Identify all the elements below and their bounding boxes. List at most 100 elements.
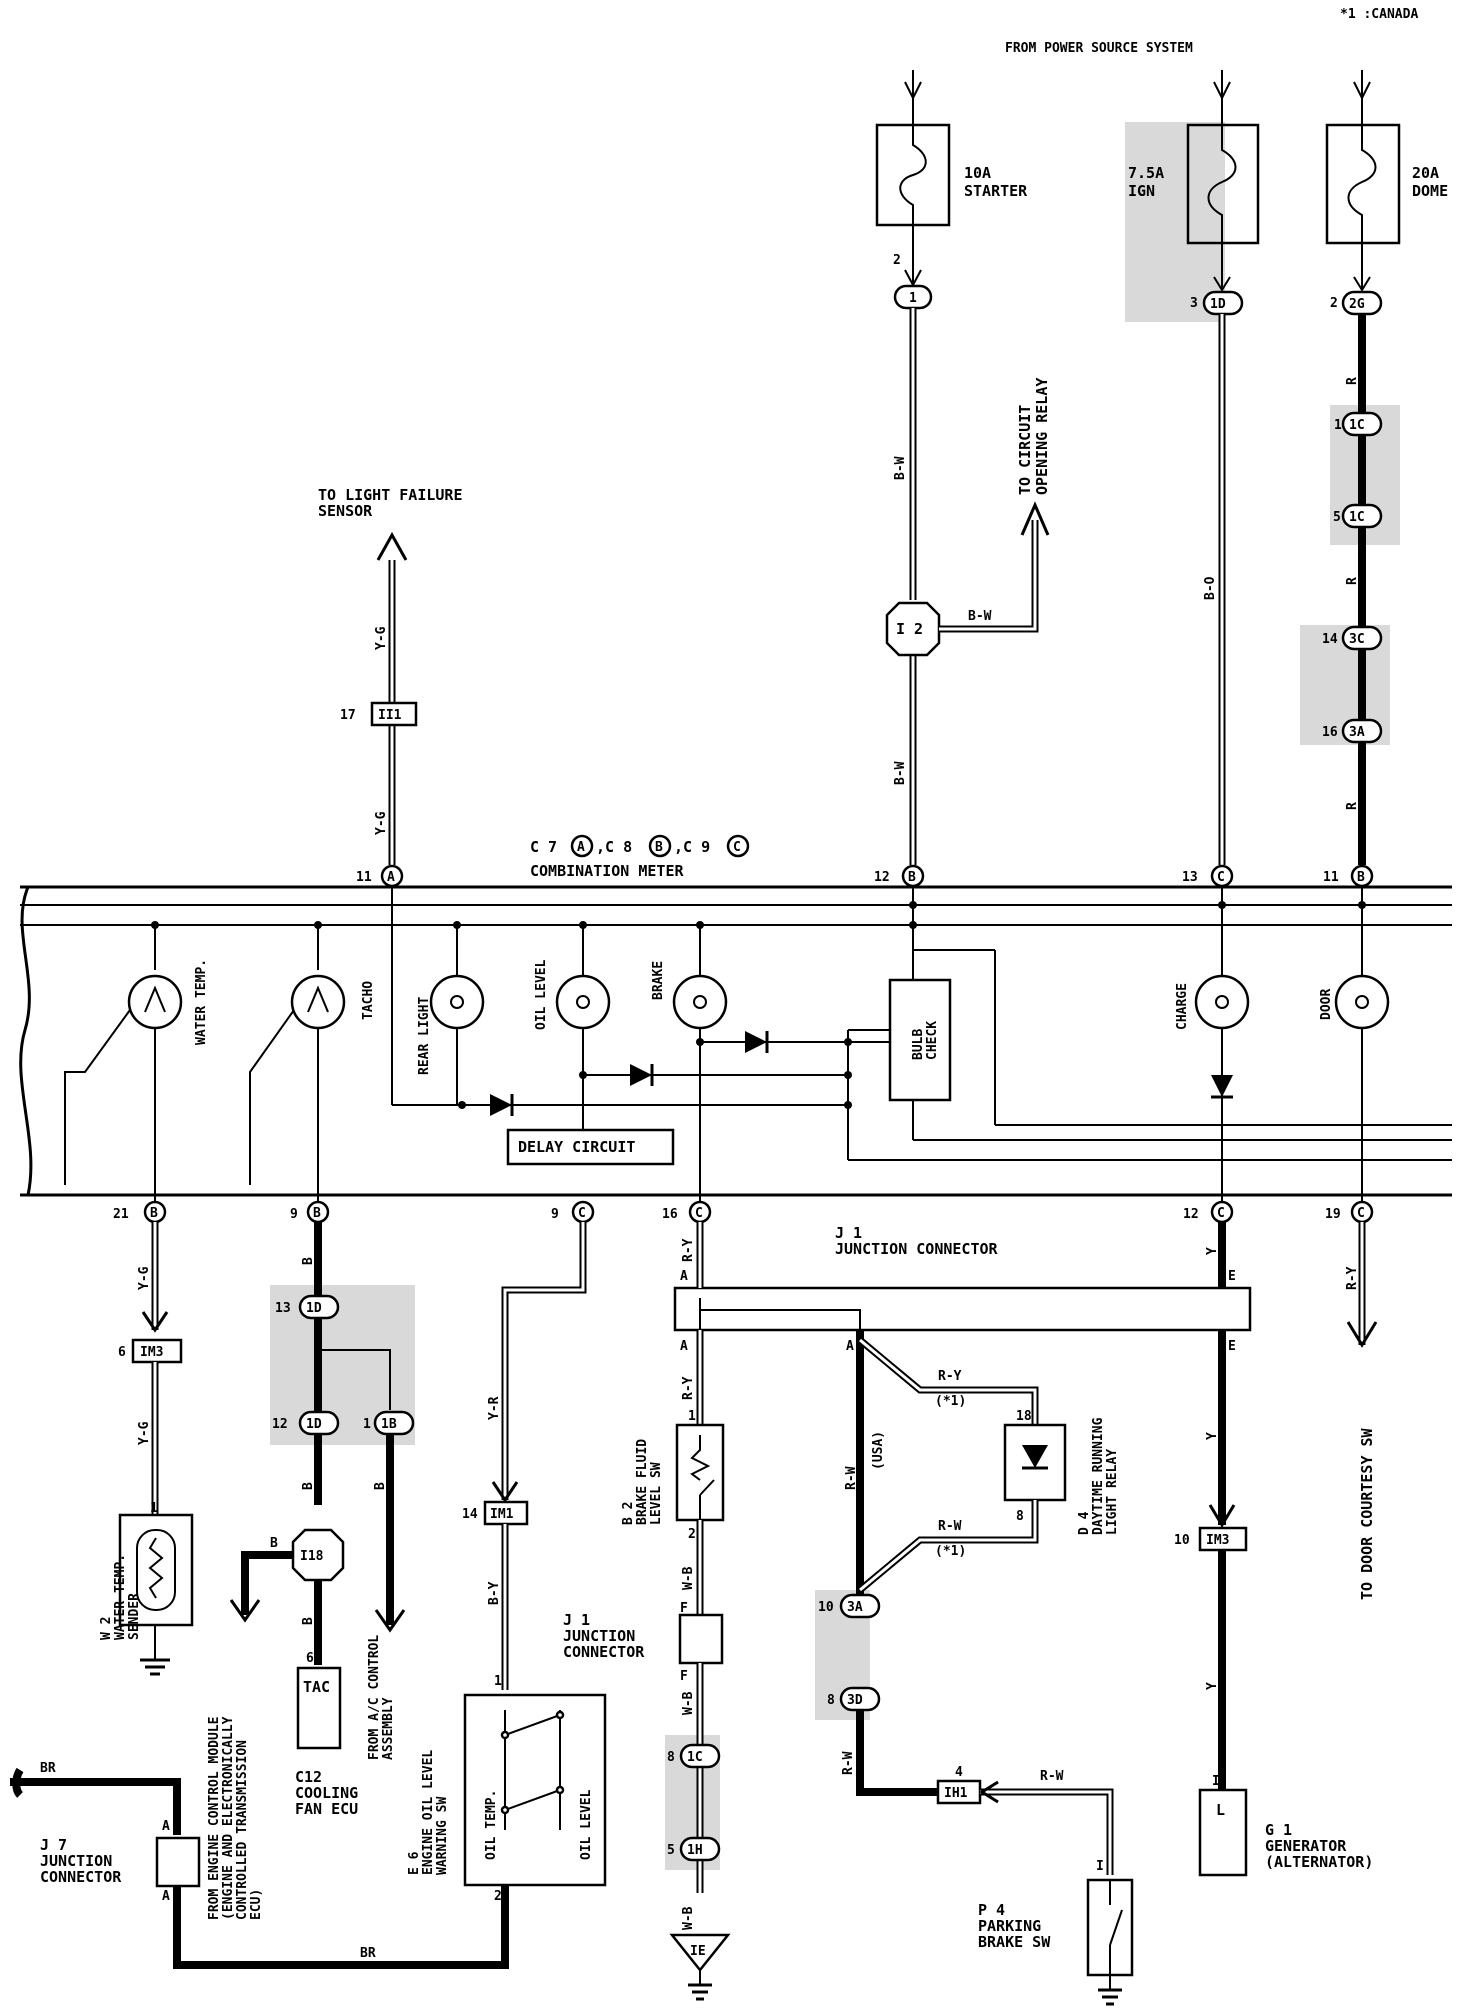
svg-text:E: E [1228,1269,1236,1284]
brake-fluid-circuit: R-Y R-Y 1 B 2 BRAKE FLUID LEVEL SW 2 W-B… [563,1222,731,2001]
svg-text:B: B [301,1482,316,1490]
svg-text:CONTROLLED TRANSMISSION: CONTROLLED TRANSMISSION [235,1740,250,1920]
bulb-check-box [888,978,952,1102]
svg-text:A: A [846,1339,854,1354]
svg-text:16: 16 [662,1207,678,1222]
water-temp-sender-circuit: Y-G IM3 6 Y-G 1 W 2 WATER TEMP. SENDER [99,1222,194,1676]
svg-text:IM3: IM3 [140,1345,163,1360]
meter-conn-c8: ,C 8 [596,838,632,856]
svg-text:FROM ENGINE CONTROL MODULE: FROM ENGINE CONTROL MODULE [207,1717,222,1921]
svg-text:Y-R: Y-R [487,1396,502,1420]
svg-text:A: A [162,1889,170,1904]
svg-text:C: C [695,1206,703,1221]
j7-box [155,1836,201,1888]
svg-text:FROM A/C CONTROL: FROM A/C CONTROL [367,1635,382,1760]
svg-text:1: 1 [150,1501,158,1516]
svg-text:L: L [1216,1801,1225,1819]
svg-text:1: 1 [363,1417,371,1432]
svg-text:B-Y: B-Y [487,1581,502,1605]
svg-text:DAYTIME RUNNING: DAYTIME RUNNING [1091,1417,1106,1535]
svg-text:I18: I18 [300,1549,324,1564]
charge-lamp-icon [1194,974,1250,1030]
svg-text:G 1: G 1 [1265,1821,1292,1839]
svg-text:F: F [680,1669,688,1684]
svg-text:12: 12 [272,1417,288,1432]
generator-circuit: Y Y IM3 10 Y I L G 1 GENERATOR (ALTERNAT… [1174,1222,1373,1877]
door-lamp-icon [1334,974,1390,1030]
svg-text:JUNCTION: JUNCTION [40,1852,112,1870]
svg-text:OIL LEVEL: OIL LEVEL [579,1789,594,1860]
pin-12-b: 12 [874,870,890,885]
svg-text:B: B [150,1206,158,1221]
pin-3-ign: 3 [1190,296,1198,311]
svg-text:(*1): (*1) [935,1544,966,1559]
svg-text:B: B [655,840,663,855]
svg-text:IE: IE [690,1944,706,1959]
svg-text:W-B: W-B [681,1691,696,1715]
svg-text:21: 21 [113,1207,129,1222]
svg-text:A: A [680,1339,688,1354]
ign-fuse-shade [1125,122,1225,322]
rear-light-lamp-icon [429,974,485,1030]
pin-16-3a: 16 [1322,725,1338,740]
svg-text:2: 2 [688,1527,696,1542]
svg-text:W-B: W-B [681,1566,696,1590]
junction-i2 [885,601,941,657]
svg-text:(ENGINE AND ELECTRONICALLY: (ENGINE AND ELECTRONICALLY [221,1716,236,1920]
meter-bottom-pins: 21 B 9 B 9 C 16 C 12 C 19 C [113,1200,1374,1224]
svg-text:LIGHT RELAY: LIGHT RELAY [1105,1449,1120,1535]
pin-2-starter: 2 [893,253,901,268]
fuse-starter-amp: 10A [964,164,991,182]
svg-text:B: B [373,1482,388,1490]
wire-r-3: R [1345,802,1360,810]
to-circuit-2: OPENING RELAY [1033,378,1051,495]
conn-ii1 [370,701,418,727]
svg-text:COOLING: COOLING [295,1784,358,1802]
svg-text:A: A [387,870,395,885]
svg-text:E 6: E 6 [407,1851,422,1875]
svg-text:D 4: D 4 [1077,1511,1092,1535]
water-temp-label: WATER TEMP. [194,959,209,1045]
svg-text:1D: 1D [306,1301,322,1316]
fuse-starter-name: STARTER [964,182,1028,200]
diode-drl-icon [1022,1445,1048,1468]
wire-yg-1: Y-G [374,626,389,650]
svg-text:JUNCTION CONNECTOR: JUNCTION CONNECTOR [835,1240,999,1258]
fuse-dome: 20A DOME 2 2G [1325,70,1448,316]
wire-bw-starter: B-W B-W I 2 B-W TO CIRCUIT OPENING RELAY [885,308,1051,865]
svg-text:3A: 3A [847,1600,863,1615]
svg-text:R-W: R-W [844,1466,859,1490]
svg-text:5: 5 [667,1843,675,1858]
diode-brake-icon [745,1031,767,1053]
fuse-dome-name: DOME [1412,182,1448,200]
svg-text:4: 4 [955,1765,963,1780]
svg-text:B: B [1357,870,1365,885]
svg-text:JUNCTION: JUNCTION [563,1627,635,1645]
meter-conn-c9: ,C 9 [674,838,710,856]
svg-text:J 1: J 1 [835,1224,862,1242]
svg-text:1: 1 [688,1409,696,1424]
conn-1d-ign-label: 1D [1210,297,1226,312]
svg-text:OIL TEMP.: OIL TEMP. [484,1790,499,1860]
svg-text:W 2: W 2 [99,1617,114,1640]
svg-text:B: B [301,1617,316,1625]
svg-text:BR: BR [40,1761,56,1776]
junction-i2-label: I 2 [896,620,923,638]
svg-text:R-Y: R-Y [681,1376,696,1400]
svg-text:18: 18 [1016,1409,1032,1424]
junction-i18 [291,1528,345,1582]
to-light-failure-2: SENSOR [318,502,373,520]
svg-text:A: A [680,1269,688,1284]
svg-text:B: B [301,1257,316,1265]
j7-junction: BR A A J 7 JUNCTION CONNECTOR [10,1761,201,1965]
svg-text:B 2: B 2 [621,1502,636,1525]
combination-meter: C 7 A ,C 8 B ,C 9 C COMBINATION METER 11… [19,834,1452,1210]
conn-3a-dome: 3A [1349,725,1365,740]
drl-parking-circuit: R-Y (*1) 18 8 R-W (*1) R-W (USA) D 4 DAY… [818,1330,1134,2006]
charge-label: CHARGE [1175,983,1190,1030]
svg-text:R-Y: R-Y [1345,1266,1360,1290]
svg-text:1H: 1H [687,1843,703,1858]
svg-text:10: 10 [1174,1533,1190,1548]
svg-text:J 7: J 7 [40,1836,67,1854]
